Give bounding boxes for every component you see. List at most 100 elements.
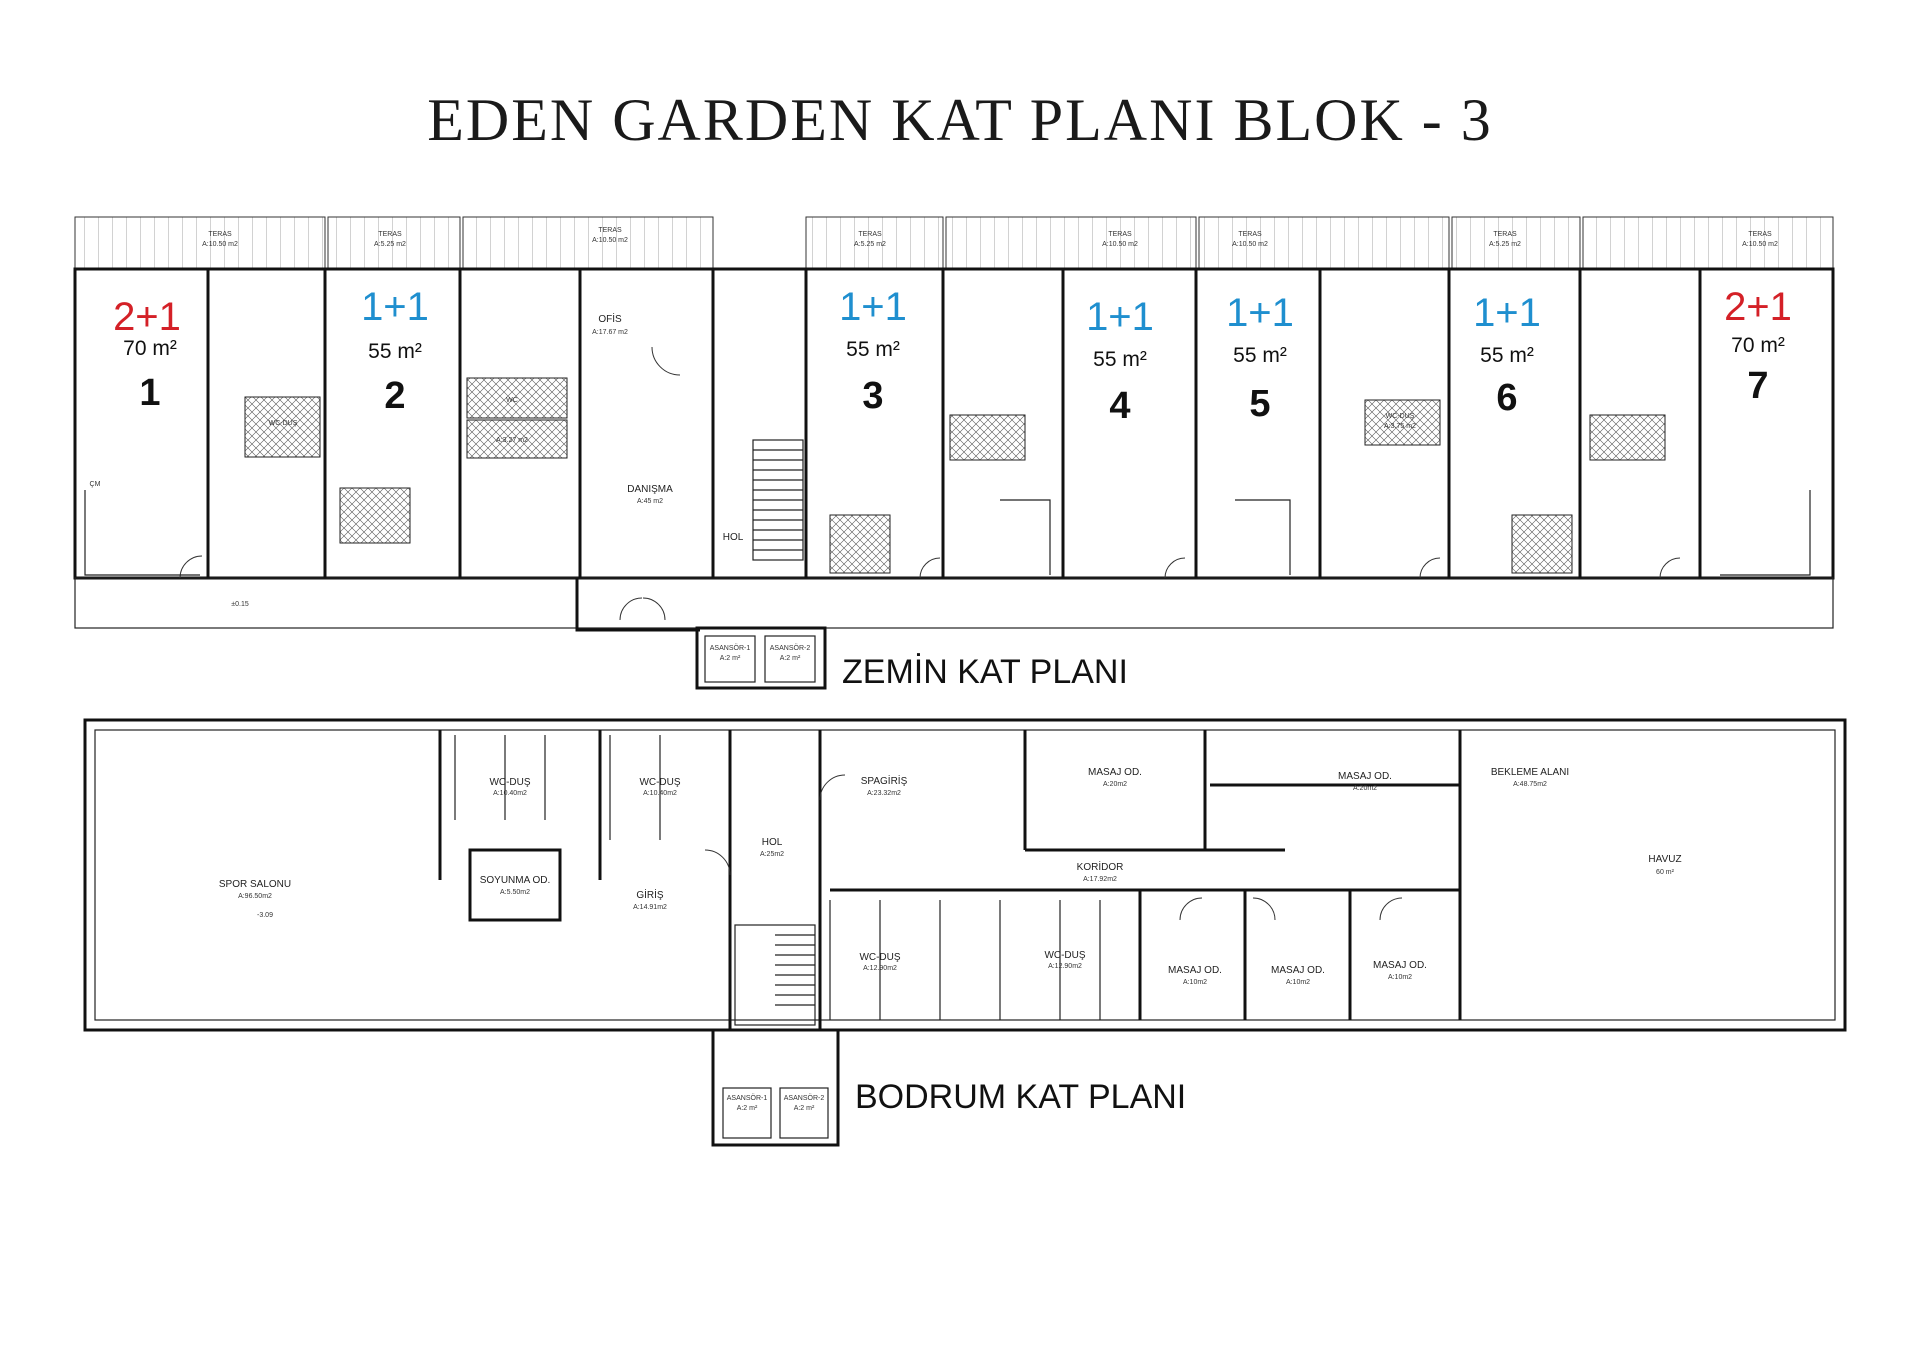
- unit-6-type: 1+1: [1473, 291, 1541, 335]
- wcdus-a-label: WC-DUŞ: [489, 777, 530, 788]
- terrace-1: [74, 216, 326, 270]
- ground-elevator-2: [764, 635, 816, 683]
- unit-7-type: 2+1: [1724, 285, 1792, 329]
- massage-room-5-area: A:10m2: [1388, 974, 1412, 981]
- basement-partitions: [438, 730, 1462, 1030]
- changing-room-area: A:5.50m2: [500, 889, 530, 896]
- level-mark: ±0.15: [231, 601, 249, 608]
- basement-inner-wall: [94, 729, 1836, 1021]
- massage-room-1-label: MASAJ OD.: [1088, 767, 1142, 778]
- basement-elevator-1: [722, 1087, 772, 1139]
- unit-1-number: 1: [139, 372, 160, 414]
- unit-1-type: 2+1: [113, 295, 181, 339]
- terrace-8: [1582, 216, 1834, 270]
- unit-3-area: 55 m²: [846, 338, 900, 361]
- unit-4-number: 4: [1109, 385, 1130, 427]
- wc-unit3: [829, 514, 891, 574]
- terrace-5: [945, 216, 1197, 270]
- unit-wc-area: A:3.75 m2: [1384, 423, 1416, 430]
- pool-area: 60 m²: [1656, 869, 1675, 876]
- unit-2-type: 1+1: [361, 285, 429, 329]
- wcdus-c-area: A:12.90m2: [863, 965, 897, 972]
- unit-wc-label: WC-DUŞ: [1386, 413, 1415, 420]
- basement-elevator-1-label: ASANSÖR-1: [727, 1094, 768, 1102]
- terrace-area: A:10.50 m2: [1102, 241, 1138, 248]
- basement-elevator-2: [779, 1087, 829, 1139]
- office-wc-label: WC: [506, 397, 518, 404]
- terrace-4: [805, 216, 944, 270]
- basement-hall-label: HOL: [762, 837, 783, 848]
- ground-corridor: [74, 577, 1834, 629]
- terrace-label: TERAS: [1108, 231, 1132, 238]
- corridor-label: KORİDOR: [1077, 860, 1124, 873]
- office-wc-area: A:3.27 m2: [496, 437, 528, 444]
- elevator-2-label: ASANSÖR-2: [770, 644, 811, 652]
- terrace-6: [1198, 216, 1450, 270]
- basement-elevator-2-area: A:2 m²: [794, 1105, 815, 1112]
- spa-entrance-label: SPAGİRİŞ: [861, 774, 908, 787]
- unit-5-area: 55 m²: [1233, 344, 1287, 367]
- unit-walls: [206, 269, 1702, 578]
- massage-room-1-area: A:20m2: [1103, 781, 1127, 788]
- wc-office-1: [466, 377, 568, 419]
- unit-wc-label: WC-DUŞ: [269, 420, 298, 427]
- unit-6-number: 6: [1496, 377, 1517, 419]
- ground-elevator-block: [695, 626, 827, 690]
- hall-label: HOL: [723, 532, 744, 543]
- reception-area: A:45 m2: [637, 498, 663, 505]
- ground-floor-label: ZEMİN KAT PLANI: [842, 653, 1128, 691]
- terrace-3: [462, 216, 714, 270]
- unit-4-area: 55 m²: [1093, 348, 1147, 371]
- basement-doors: [704, 774, 1403, 921]
- massage-room-2-label: MASAJ OD.: [1338, 771, 1392, 782]
- basement-floor-label: BODRUM KAT PLANI: [855, 1078, 1186, 1116]
- pool-label: HAVUZ: [1648, 854, 1681, 865]
- basement-plan: [83, 718, 1847, 1147]
- entrance-label: GİRİŞ: [636, 888, 664, 901]
- corridor-area: A:17.92m2: [1083, 876, 1117, 883]
- massage-room-4-label: MASAJ OD.: [1271, 965, 1325, 976]
- waiting-area-area: A:48.75m2: [1513, 781, 1547, 788]
- elevator-1-area: A:2 m²: [720, 655, 741, 662]
- wc-unit4: [949, 414, 1026, 461]
- massage-room-3-area: A:10m2: [1183, 979, 1207, 986]
- elevator-2-area: A:2 m²: [780, 655, 801, 662]
- unit-3-type: 1+1: [839, 285, 907, 329]
- massage-room-3-label: MASAJ OD.: [1168, 965, 1222, 976]
- wc-unit2: [339, 487, 411, 544]
- basement-hall-area: A:25m2: [760, 851, 784, 858]
- washer-label: ÇM: [90, 481, 101, 488]
- wc-unit5: [1364, 399, 1441, 446]
- elevator-1-label: ASANSÖR-1: [710, 644, 751, 652]
- unit-3-number: 3: [862, 375, 883, 417]
- massage-room-5-label: MASAJ OD.: [1373, 960, 1427, 971]
- unit-7-area: 70 m²: [1731, 334, 1785, 357]
- basement-stair-steps: [775, 934, 815, 1006]
- wcdus-b-label: WC-DUŞ: [639, 777, 680, 788]
- gym-label: SPOR SALONU: [219, 879, 291, 890]
- ground-stair-steps: [753, 449, 803, 551]
- basement-outer-wall: [83, 718, 1847, 1032]
- terrace-area: A:5.25 m2: [1489, 241, 1521, 248]
- ground-doors: [179, 346, 1681, 621]
- terrace-7: [1451, 216, 1581, 270]
- terrace-area: A:10.50 m2: [592, 237, 628, 244]
- terrace-label: TERAS: [378, 231, 402, 238]
- office-area: A:17.67 m2: [592, 329, 628, 336]
- massage-room-4-area: A:10m2: [1286, 979, 1310, 986]
- terrace-label: TERAS: [1748, 231, 1772, 238]
- lobby-entrance-wall: [575, 578, 700, 632]
- terrace-2: [327, 216, 461, 270]
- terrace-area: A:10.50 m2: [202, 241, 238, 248]
- waiting-area-label: BEKLEME ALANI: [1491, 767, 1569, 778]
- unit-6-area: 55 m²: [1480, 344, 1534, 367]
- terrace-area: A:5.25 m2: [854, 241, 886, 248]
- wcdus-b-area: A:10.40m2: [643, 790, 677, 797]
- changing-room-label: SOYUNMA OD.: [480, 875, 551, 886]
- unit-5-number: 5: [1249, 383, 1270, 425]
- unit-2-number: 2: [384, 375, 405, 417]
- terrace-label: TERAS: [1238, 231, 1262, 238]
- wcdus-d-area: A:12.90m2: [1048, 963, 1082, 970]
- basement-elevator-2-label: ASANSÖR-2: [784, 1094, 825, 1102]
